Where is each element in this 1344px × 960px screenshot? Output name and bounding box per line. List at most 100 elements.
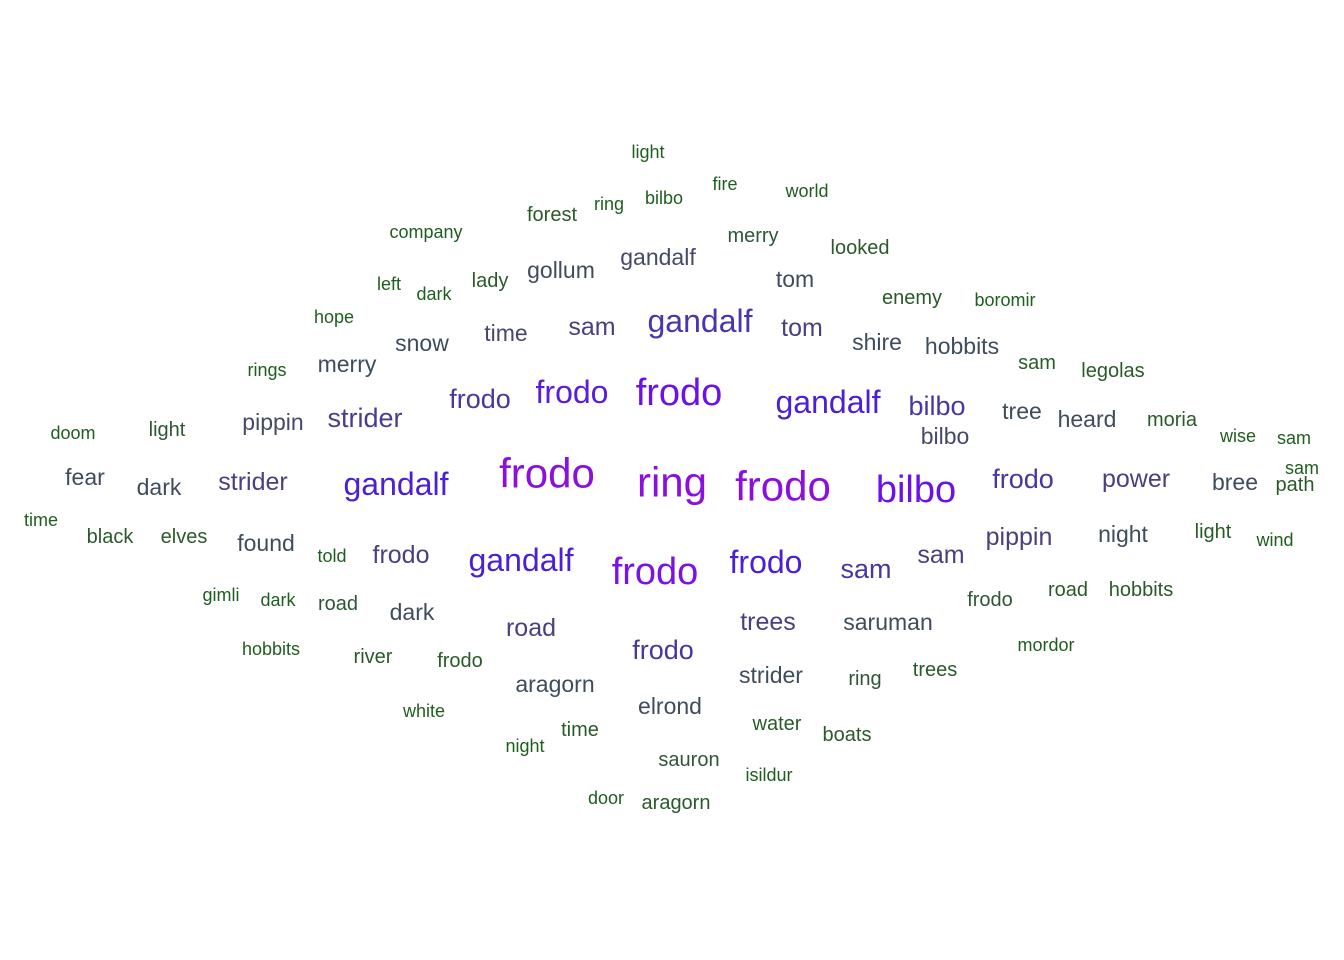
word-gollum: gollum: [527, 257, 595, 283]
word-light: light: [631, 142, 664, 162]
word-elrond: elrond: [638, 693, 702, 719]
word-night: night: [505, 736, 544, 756]
word-bilbo: bilbo: [921, 423, 970, 449]
word-aragorn: aragorn: [515, 671, 594, 697]
word-left: left: [377, 274, 401, 294]
word-shire: shire: [852, 329, 902, 355]
word-gandalf: gandalf: [648, 303, 753, 339]
word-wind: wind: [1255, 530, 1293, 550]
word-dark: dark: [137, 474, 182, 500]
word-road: road: [318, 593, 358, 615]
word-pippin: pippin: [242, 409, 303, 435]
word-bilbo: bilbo: [908, 391, 965, 421]
word-frodo: frodo: [735, 463, 831, 510]
word-frodo: frodo: [632, 635, 694, 665]
word-sam: sam: [1285, 458, 1319, 478]
word-light: light: [1195, 521, 1232, 543]
word-frodo: frodo: [612, 551, 699, 593]
word-forest: forest: [527, 204, 577, 226]
word-boromir: boromir: [974, 290, 1035, 310]
word-frodo: frodo: [967, 589, 1013, 611]
word-aragorn: aragorn: [642, 792, 711, 814]
word-frodo: frodo: [636, 372, 723, 414]
word-dark: dark: [390, 599, 435, 625]
word-gandalf: gandalf: [344, 466, 449, 502]
word-tom: tom: [776, 266, 814, 292]
word-sam: sam: [840, 554, 891, 584]
word-ring: ring: [637, 459, 707, 506]
word-dark: dark: [260, 590, 296, 610]
word-company: company: [389, 222, 462, 242]
word-river: river: [354, 646, 393, 668]
word-road: road: [506, 614, 556, 642]
word-sauron: sauron: [658, 749, 719, 771]
word-world: world: [784, 181, 828, 201]
word-heard: heard: [1058, 406, 1117, 432]
word-wise: wise: [1219, 426, 1256, 446]
word-merry: merry: [727, 225, 778, 247]
word-boats: boats: [823, 724, 872, 746]
word-found: found: [237, 530, 295, 556]
word-door: door: [588, 788, 624, 808]
word-isildur: isildur: [745, 765, 792, 785]
word-lady: lady: [472, 270, 509, 292]
word-cloud-words: ring frodo frodo frodo frodo bilbo gandalf gand…: [24, 142, 1319, 814]
word-frodo: frodo: [373, 541, 430, 569]
word-path: path: [1276, 474, 1315, 496]
word-merry: merry: [318, 351, 377, 377]
word-bree: bree: [1212, 469, 1258, 495]
word-ring: ring: [594, 194, 624, 214]
word-bilbo: bilbo: [876, 469, 956, 511]
word-frodo: frodo: [449, 384, 511, 414]
word-doom: doom: [50, 423, 95, 443]
word-time: time: [484, 320, 527, 346]
word-frodo: frodo: [499, 450, 595, 497]
word-sam: sam: [917, 541, 964, 569]
word-trees: trees: [740, 608, 796, 636]
word-road: road: [1048, 579, 1088, 601]
word-sam: sam: [1018, 352, 1056, 374]
word-water: water: [752, 713, 802, 735]
word-trees: trees: [913, 659, 957, 681]
word-gandalf: gandalf: [469, 542, 574, 578]
word-looked: looked: [831, 237, 890, 259]
word-frodo: frodo: [730, 544, 803, 580]
word-fear: fear: [65, 464, 105, 490]
word-elves: elves: [161, 526, 208, 548]
word-time: time: [24, 510, 58, 530]
word-saruman: saruman: [843, 609, 932, 635]
word-frodo: frodo: [536, 374, 609, 410]
word-gandalf: gandalf: [776, 384, 881, 420]
word-light: light: [149, 419, 186, 441]
word-sam: sam: [1277, 428, 1311, 448]
word-night: night: [1098, 521, 1148, 547]
word-ring: ring: [848, 668, 881, 690]
word-fire: fire: [712, 174, 737, 194]
word-hobbits: hobbits: [925, 333, 999, 359]
word-mordor: mordor: [1017, 635, 1074, 655]
word-bilbo: bilbo: [645, 188, 683, 208]
word-dark: dark: [416, 284, 452, 304]
word-hobbits: hobbits: [242, 639, 300, 659]
word-snow: snow: [395, 330, 449, 356]
word-legolas: legolas: [1081, 360, 1144, 382]
word-rings: rings: [247, 360, 286, 380]
word-hope: hope: [314, 307, 354, 327]
word-strider: strider: [218, 468, 287, 496]
word-tree: tree: [1002, 398, 1042, 424]
word-sam: sam: [568, 313, 615, 341]
word-gimli: gimli: [202, 585, 239, 605]
word-gandalf: gandalf: [620, 244, 696, 270]
word-pippin: pippin: [986, 523, 1053, 551]
word-enemy: enemy: [882, 287, 942, 309]
word-frodo: frodo: [437, 650, 483, 672]
word-time: time: [561, 719, 599, 741]
word-told: told: [317, 546, 346, 566]
word-hobbits: hobbits: [1109, 579, 1174, 601]
word-strider: strider: [739, 662, 803, 688]
word-strider: strider: [327, 403, 402, 433]
word-black: black: [87, 526, 135, 548]
word-white: white: [402, 701, 445, 721]
word-moria: moria: [1147, 409, 1198, 431]
